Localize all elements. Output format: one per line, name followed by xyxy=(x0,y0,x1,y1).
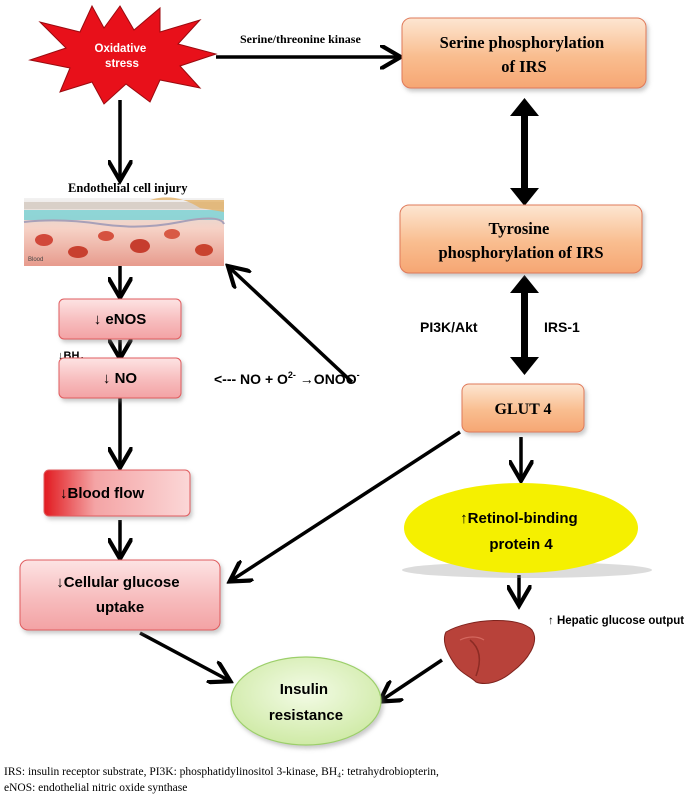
tyrosine-phosphorylation-label: Tyrosine phosphorylation of IRS xyxy=(438,219,603,262)
insulin-resistance-label: Insulin resistance xyxy=(269,681,343,724)
serine-phosphorylation-box xyxy=(401,17,647,89)
retinol-binding-protein-ellipse xyxy=(402,483,652,578)
caption-line: IRS: insulin receptor substrate, PI3K: p… xyxy=(4,766,439,778)
retinol-binding-protein-label: ↑Retinol-binding protein 4 xyxy=(460,510,582,553)
arrow-uptake-to-resistance xyxy=(139,631,228,680)
irs1-label: IRS-1 xyxy=(544,319,580,335)
double-arrow-tyrosine-glut4 xyxy=(510,275,539,375)
no-box xyxy=(58,357,182,399)
tyrosine-phosphorylation-box xyxy=(399,204,643,274)
cellular-glucose-uptake-box xyxy=(19,559,221,631)
arrow-glut4-to-uptake xyxy=(232,430,461,580)
oxidative-stress-burst: Oxidative stress xyxy=(28,4,218,105)
caption: IRS: insulin receptor substrate, PI3K: p… xyxy=(4,764,684,796)
enos-box xyxy=(58,298,182,340)
blood-label: Blood xyxy=(28,257,43,263)
arrow-onoo-to-injury xyxy=(230,268,354,384)
arrow-liver-to-resistance xyxy=(382,658,443,700)
blood-vessel-image: Blood xyxy=(23,197,225,266)
glut4-box xyxy=(461,383,585,433)
kinase-label: Serine/threonine kinase xyxy=(240,32,361,46)
endothelial-injury-label: Endothelial cell injury xyxy=(68,181,188,195)
no-label: ↓ NO xyxy=(103,370,138,387)
oxidative-stress-label: Oxidative stress xyxy=(95,43,150,70)
blood-flow-box xyxy=(43,469,191,517)
insulin-resistance-oval xyxy=(230,656,382,746)
glut4-label: GLUT 4 xyxy=(494,401,551,418)
peroxynitrite-reaction-label: <--- NO + O2- →ONOO- xyxy=(214,370,360,387)
pi3k-akt-label: PI3K/Akt xyxy=(420,319,478,335)
serine-phosphorylation-label: Serine phosphorylation of IRS xyxy=(440,33,609,76)
hepatic-glucose-output-label: ↑ Hepatic glucose output xyxy=(548,615,684,627)
blood-flow-label: ↓Blood flow xyxy=(60,485,144,502)
cellular-glucose-uptake-label: ↓Cellular glucose uptake xyxy=(56,574,184,616)
arrows xyxy=(120,57,521,700)
caption-line: eNOS: endothelial nitric oxide synthase xyxy=(4,782,188,794)
enos-label: ↓ eNOS xyxy=(94,311,147,328)
liver-icon xyxy=(443,620,535,685)
double-arrow-serine-tyrosine xyxy=(510,98,539,206)
